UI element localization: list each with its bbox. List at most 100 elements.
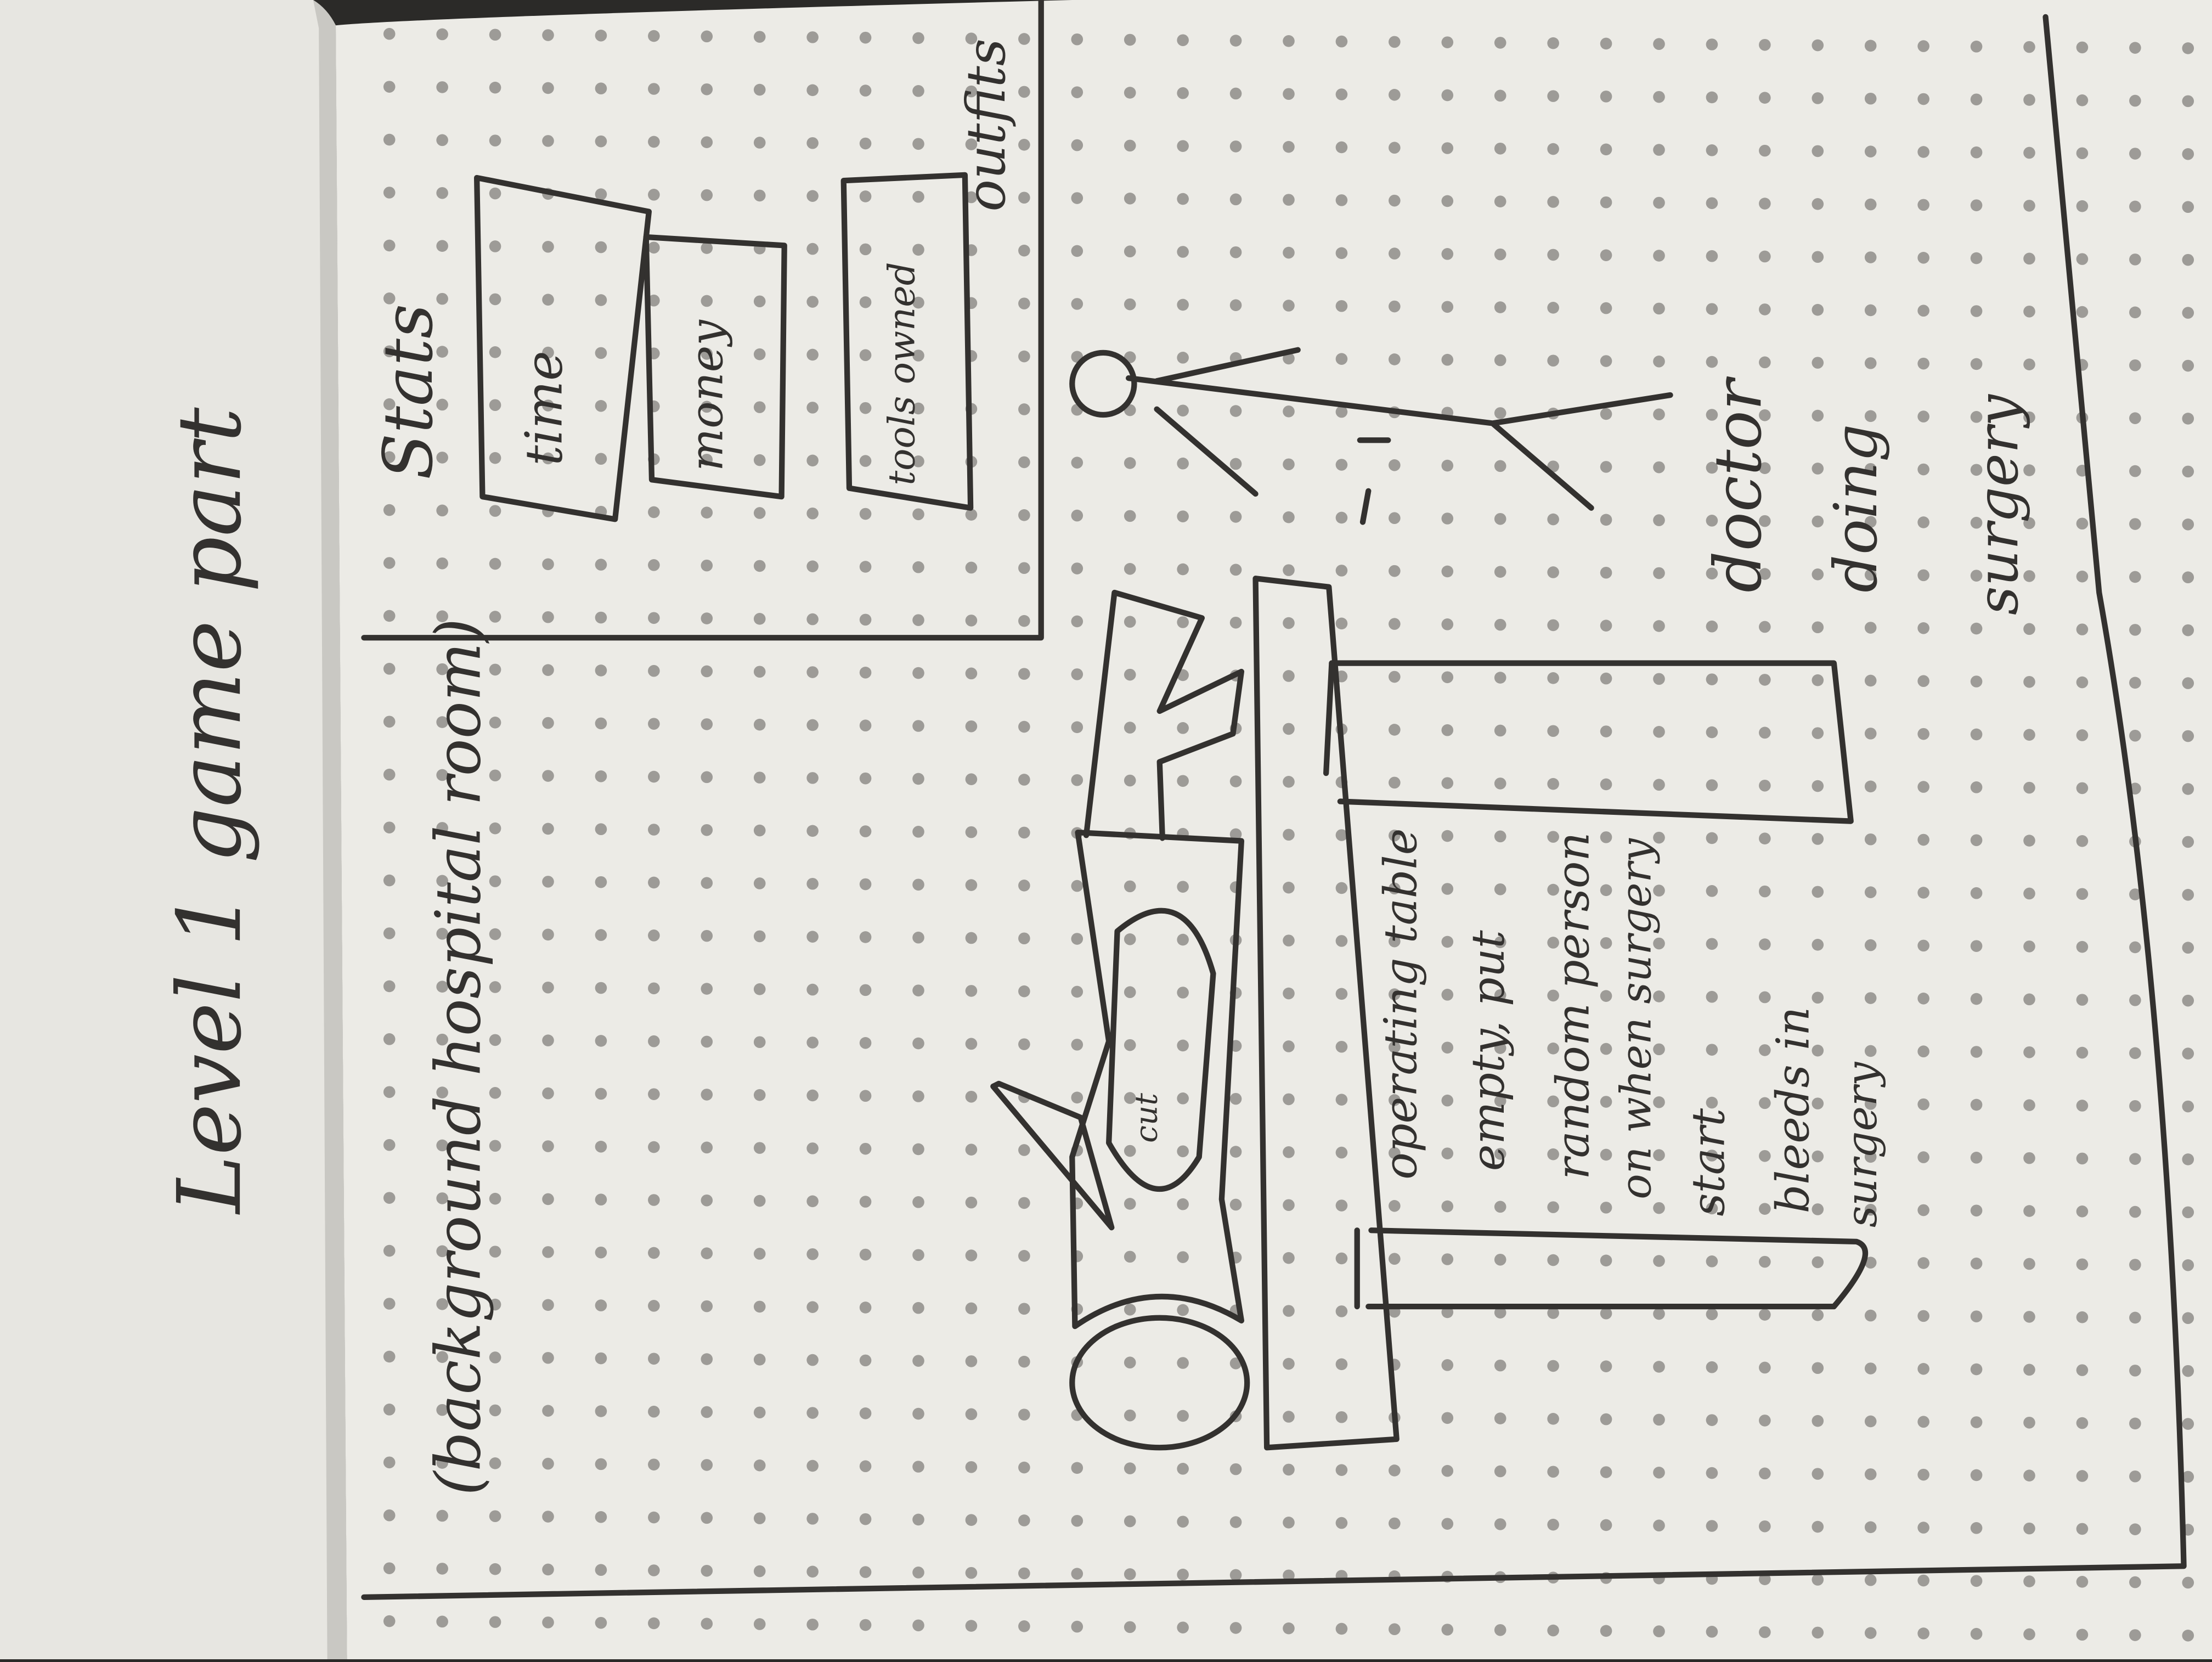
grid-dot <box>1600 725 1612 737</box>
grid-dot <box>2129 1523 2141 1535</box>
grid-dot <box>1229 616 1242 629</box>
grid-dot <box>595 611 607 624</box>
grid-dot <box>701 612 713 624</box>
grid-dot <box>595 1141 607 1153</box>
grid-dot <box>806 719 819 731</box>
grid-dot <box>383 927 396 939</box>
grid-dot <box>1970 464 1983 476</box>
grid-dot <box>806 1195 819 1208</box>
grid-dot <box>912 402 924 415</box>
grid-dot <box>383 239 396 252</box>
grid-dot <box>383 27 396 40</box>
grid-dot <box>1812 1203 1824 1215</box>
grid-dot <box>2076 94 2089 106</box>
grid-dot <box>648 1405 660 1418</box>
grid-dot <box>1970 622 1983 635</box>
grid-dot <box>1494 1042 1506 1054</box>
grid-dot <box>1706 779 1718 791</box>
grid-dot <box>1177 404 1189 417</box>
grid-dot <box>489 557 501 570</box>
grid-dot <box>489 1351 501 1364</box>
grid-dot <box>1335 935 1348 947</box>
grid-dot <box>542 82 554 94</box>
grid-dot <box>2182 1630 2194 1642</box>
grid-dot <box>1917 357 1929 370</box>
grid-dot <box>2076 623 2089 635</box>
grid-dot <box>859 1302 872 1314</box>
grid-dot <box>648 1194 660 1206</box>
grid-dot <box>806 190 819 202</box>
grid-dot <box>1389 830 1401 842</box>
grid-dot <box>1864 939 1877 951</box>
grid-dot <box>648 1617 660 1630</box>
grid-dot <box>1970 1098 1983 1111</box>
grid-dot <box>1335 829 1348 841</box>
sketch-title: Level 1 game part <box>159 407 261 1215</box>
grid-dot <box>1494 1412 1506 1424</box>
grid-dot <box>542 1616 554 1629</box>
grid-dot <box>542 611 554 623</box>
grid-dot <box>1018 1303 1030 1315</box>
grid-dot <box>1018 1567 1030 1580</box>
grid-dot <box>1547 1413 1559 1425</box>
grid-dot <box>1177 246 1189 258</box>
grid-dot <box>1864 1309 1877 1322</box>
grid-dot <box>1970 834 1983 847</box>
grid-dot <box>1917 463 1929 476</box>
grid-dot <box>1759 1203 1771 1215</box>
grid-dot <box>859 508 872 520</box>
grid-dot <box>1864 1045 1877 1057</box>
grid-dot <box>1812 1097 1824 1109</box>
grid-dot <box>1441 195 1454 207</box>
grid-dot <box>701 189 713 201</box>
grid-dot <box>1018 826 1030 839</box>
grid-dot <box>753 771 766 784</box>
grid-dot <box>701 1512 713 1524</box>
grid-dot <box>1018 932 1030 945</box>
grid-dot <box>595 876 607 888</box>
grid-dot <box>1494 724 1506 737</box>
grid-dot <box>1071 562 1084 574</box>
grid-dot <box>436 663 448 675</box>
grid-dot <box>859 1460 872 1473</box>
grid-dot <box>1547 354 1559 367</box>
grid-dot <box>2023 41 2035 53</box>
grid-dot <box>2076 1046 2089 1059</box>
grid-dot <box>753 83 766 96</box>
grid-dot <box>1018 1038 1030 1050</box>
grid-dot <box>2182 253 2194 266</box>
grid-dot <box>648 1247 660 1259</box>
grid-dot <box>753 295 766 308</box>
grid-dot <box>1018 33 1030 45</box>
grid-dot <box>701 1141 713 1154</box>
table-note-line-5: start <box>1683 1108 1735 1216</box>
grid-dot <box>436 610 448 622</box>
grid-dot <box>701 1353 713 1365</box>
grid-dot <box>1229 1198 1242 1211</box>
grid-dot <box>1917 252 1929 264</box>
grid-dot <box>1706 832 1718 844</box>
grid-dot <box>1389 1464 1401 1477</box>
grid-dot <box>542 240 554 253</box>
grid-dot <box>859 1037 872 1049</box>
grid-dot <box>1653 196 1665 209</box>
grid-dot <box>1283 1357 1295 1370</box>
grid-dot <box>1970 1310 1983 1322</box>
grid-dot <box>2076 517 2089 530</box>
grid-dot <box>2023 1416 2035 1429</box>
grid-dot <box>1283 194 1295 206</box>
grid-dot <box>436 81 448 93</box>
grid-dot <box>1547 143 1559 155</box>
grid-dot <box>542 1140 554 1152</box>
grid-dot <box>1071 774 1084 786</box>
grid-dot <box>1759 515 1771 527</box>
grid-dot <box>2129 1311 2141 1324</box>
grid-dot <box>912 1461 924 1473</box>
grid-dot <box>1335 565 1348 577</box>
grid-dot <box>753 454 766 466</box>
grid-dot <box>1071 985 1084 998</box>
grid-dot <box>1071 245 1084 257</box>
grid-dot <box>2076 1311 2089 1323</box>
grid-dot <box>2023 94 2035 106</box>
grid-dot <box>1018 403 1030 415</box>
